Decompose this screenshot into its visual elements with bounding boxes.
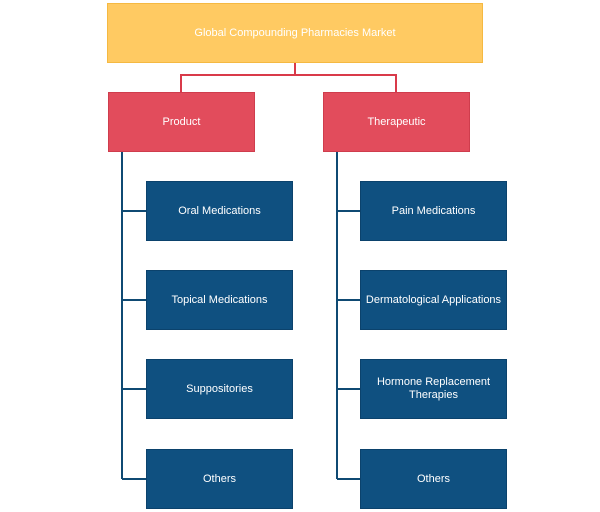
leaf-label: Dermatological Applications — [365, 293, 502, 306]
category-node-product: Product — [108, 92, 255, 152]
leaf-node-hormone-replacement-therapies: Hormone Replacement Therapies — [360, 359, 507, 419]
leaf-node-suppositories: Suppositories — [146, 359, 293, 419]
leaf-node-product-others: Others — [146, 449, 293, 509]
category-label: Product — [162, 115, 201, 128]
leaf-node-dermatological-applications: Dermatological Applications — [360, 270, 507, 330]
category-label: Therapeutic — [367, 115, 426, 128]
leaf-label: Others — [416, 472, 450, 485]
leaf-label: Pain Medications — [391, 204, 476, 217]
leaf-label: Others — [202, 472, 236, 485]
leaf-label: Hormone Replacement Therapies — [376, 376, 491, 401]
leaf-node-topical-medications: Topical Medications — [146, 270, 293, 330]
root-label: Global Compounding Pharmacies Market — [194, 26, 396, 39]
leaf-label: Oral Medications — [178, 204, 261, 217]
root-node: Global Compounding Pharmacies Market — [107, 3, 483, 63]
leaf-node-therapeutic-others: Others — [360, 449, 507, 509]
leaf-node-oral-medications: Oral Medications — [146, 181, 293, 241]
root-connector — [180, 63, 296, 92]
leaf-node-pain-medications: Pain Medications — [360, 181, 507, 241]
category-node-therapeutic: Therapeutic — [323, 92, 470, 152]
root-connector — [295, 74, 397, 92]
leaf-label: Suppositories — [186, 382, 253, 395]
leaf-label: Topical Medications — [171, 293, 268, 306]
